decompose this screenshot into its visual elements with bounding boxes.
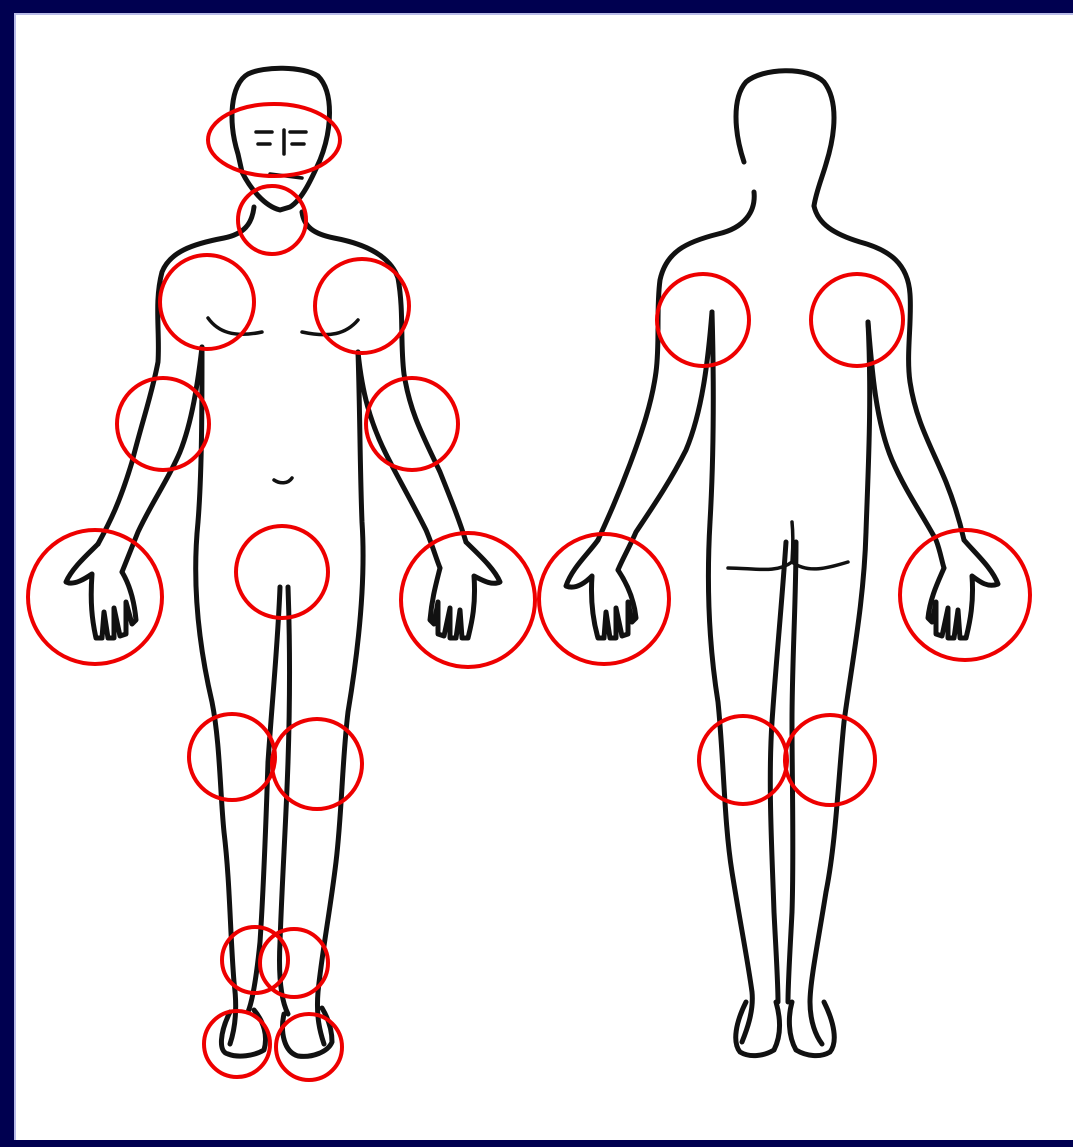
back-buttock-line — [728, 562, 848, 570]
back-gluteal-cleft — [792, 522, 793, 562]
front-jaw-marker — [208, 104, 340, 176]
front-right-torso-outline — [302, 212, 466, 542]
front-right-inner-arm — [358, 352, 440, 568]
front-right-hand — [430, 542, 500, 638]
diagram-canvas — [14, 13, 1073, 1140]
front-body-figure — [66, 68, 500, 1056]
front-right-chest-line — [302, 320, 358, 335]
back-left-inner-arm — [618, 312, 712, 570]
front-right-elbow-marker — [117, 378, 209, 470]
back-joint-markers — [539, 274, 1030, 805]
front-navel — [274, 478, 292, 483]
back-left-body-outline — [598, 192, 754, 540]
back-right-body-outline — [814, 206, 964, 540]
front-hip-marker — [236, 526, 328, 618]
front-left-ankle-marker — [260, 929, 328, 997]
back-right-upper-back-marker — [657, 274, 749, 366]
back-right-leg-inner — [788, 542, 796, 1002]
front-left-hand-marker — [401, 533, 535, 667]
back-right-knee-marker — [699, 716, 787, 804]
front-right-shoulder-marker — [160, 255, 254, 349]
back-left-foot — [736, 1002, 780, 1056]
front-left-elbow-marker — [366, 378, 458, 470]
back-right-hand-marker — [539, 534, 669, 664]
front-right-knee-marker — [189, 714, 275, 800]
front-right-leg-outer — [317, 352, 363, 1044]
back-left-knee-marker — [785, 715, 875, 805]
front-left-chest-line — [208, 318, 262, 334]
back-right-leg-outer — [810, 322, 870, 1044]
back-head-outline — [736, 71, 834, 206]
back-left-upper-back-marker — [811, 274, 903, 366]
front-right-eye — [290, 132, 306, 144]
front-body-details — [208, 130, 358, 483]
front-left-eye — [256, 132, 272, 144]
back-body-figure — [566, 71, 998, 1056]
back-left-leg-outer — [708, 312, 752, 1042]
front-left-shoulder-marker — [315, 259, 409, 353]
body-diagram — [16, 15, 1073, 1142]
front-left-torso-outline — [98, 207, 254, 544]
